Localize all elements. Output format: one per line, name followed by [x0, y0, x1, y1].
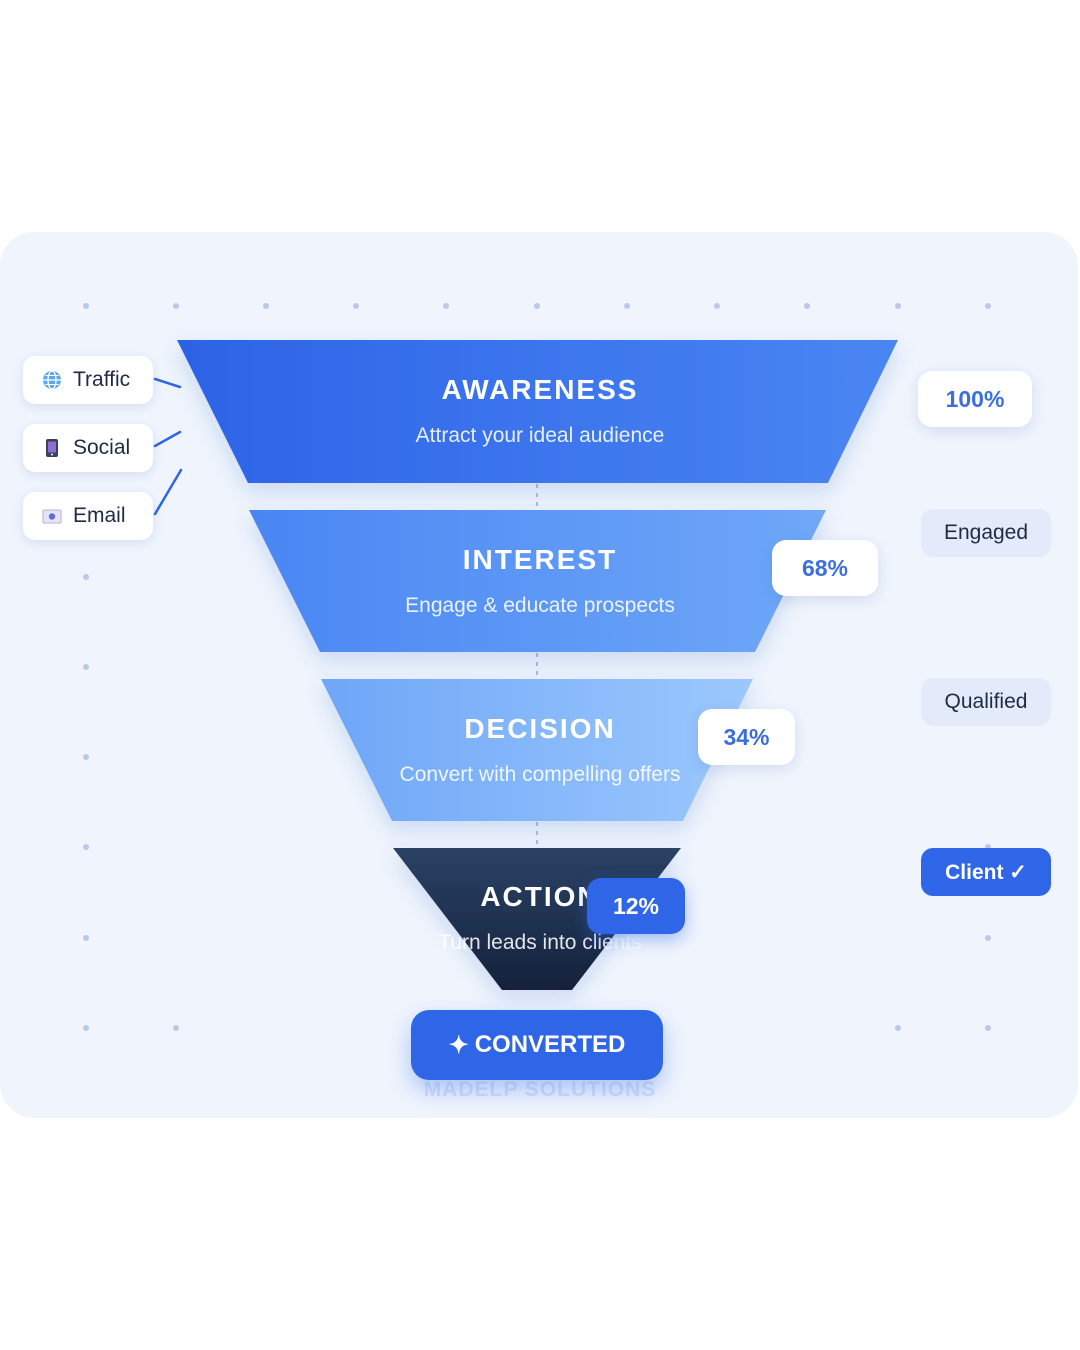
converted-label: CONVERTED — [474, 1031, 626, 1058]
stage-subtitle: Turn leads into clients — [438, 931, 642, 954]
source-social: Social — [23, 424, 153, 472]
stage-decision: DECISION Convert with compelling offers — [0, 713, 1080, 787]
source-connectors — [153, 377, 183, 516]
source-traffic: Traffic — [23, 356, 153, 404]
stage-action: ACTION Turn leads into clients — [0, 881, 1080, 955]
envelope-icon — [41, 505, 63, 527]
globe-icon — [41, 369, 63, 391]
stage-title: AWARENESS — [441, 374, 639, 405]
source-label: Email — [73, 504, 126, 527]
source-email: Email — [23, 492, 153, 540]
dot-grid — [83, 303, 991, 1031]
phone-icon — [41, 437, 63, 459]
stage-title: INTEREST — [462, 544, 618, 575]
stage-subtitle: Attract your ideal audience — [415, 424, 665, 447]
stage-title: ACTION — [480, 881, 600, 912]
stage-subtitle: Engage & educate prospects — [405, 594, 675, 617]
percent-badge-action: 12% — [587, 878, 685, 934]
stage-interest: INTEREST Engage & educate prospects — [0, 544, 1080, 618]
awareness-stage-shape — [177, 340, 898, 483]
source-label: Social — [73, 436, 131, 459]
watermark: MADELP SOLUTIONS — [423, 1078, 657, 1101]
decision-stage-shape — [321, 679, 753, 821]
interest-stage-shape — [249, 510, 826, 652]
tag-qualified: Qualified — [921, 678, 1051, 726]
tag-engaged: Engaged — [921, 509, 1051, 557]
stage-subtitle: Convert with compelling offers — [399, 763, 681, 786]
percent-badge-decision: 34% — [698, 709, 795, 765]
percent-badge-interest: 68% — [772, 540, 878, 596]
tag-client: Client ✓ — [921, 848, 1051, 896]
stage-title: DECISION — [464, 713, 616, 744]
stage-awareness: AWARENESS Attract your ideal audience — [0, 374, 1080, 448]
percent-badge-awareness: 100% — [918, 371, 1032, 427]
sparkle-icon: ✦ — [448, 1031, 469, 1059]
converted-button[interactable]: ✦ CONVERTED — [411, 1010, 663, 1080]
source-label: Traffic — [73, 368, 131, 391]
